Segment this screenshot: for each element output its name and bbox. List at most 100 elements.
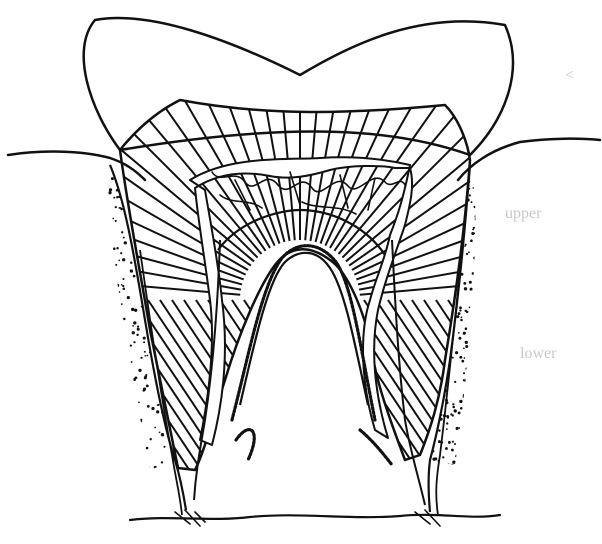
bone-stipple-dot [140,200,142,202]
bone-stipple-dot [475,169,478,172]
bone-stipple-dot [463,332,466,335]
bone-stipple-dot [439,371,442,374]
bone-stipple-dot [113,247,116,250]
bone-stipple-dot [149,478,152,481]
bone-stipple-dot [144,355,146,357]
bone-stipple-dot [442,174,444,176]
bone-stipple-dot [127,296,130,299]
bone-stipple-dot [161,461,163,463]
bone-stipple-dot [110,278,113,281]
bone-stipple-dot [477,205,480,208]
root-hatch-line [532,300,602,480]
bone-stipple-dot [425,327,428,330]
root-hatch-line [556,300,602,480]
bone-stipple-dot [156,410,159,413]
bone-stipple-dot [144,260,146,262]
bone-stipple-dot [459,356,462,359]
bone-stipple-dot [434,269,436,271]
bone-stipple-dot [450,413,452,415]
bone-stipple-dot [104,397,107,400]
interradicular-arch [240,253,368,405]
bone-stipple-dot [472,334,475,337]
bone-stipple-dot [118,260,120,262]
root-surface-right [436,250,462,515]
bone-stipple-dot [117,411,120,414]
bone-stipple-dot [146,447,149,450]
bone-stipple-dot [455,186,457,188]
bone-stipple-dot [143,341,145,343]
bone-stipple-dot [429,201,432,204]
root-hatch-line [520,300,602,480]
bone-stipple-dot [108,191,111,194]
bone-stipple-dot [143,389,145,391]
bone-stipple-dot [458,337,461,340]
bone-stipple-dot [443,210,446,213]
bone-stipple-dot [438,242,440,244]
bone-stipple-dot [449,165,452,168]
bone-stipple-dot [471,201,473,203]
bone-stipple-dot [466,253,468,255]
bone-stipple-dot [431,391,433,393]
root-hatch-line [0,300,4,480]
bone-stipple-dot [112,344,115,347]
bone-stipple-dot [477,438,480,441]
bone-stipple-dot [440,164,442,166]
root-hatch-line [244,300,364,480]
bone-stipple-dot [471,432,473,434]
bone-stipple-dot [152,281,155,284]
bone-stipple-dot [115,206,117,208]
bone-stipple-dot [445,447,448,450]
bone-stipple-dot [424,165,426,167]
bone-stipple-dot [105,420,108,423]
bone-stipple-dot [133,321,136,324]
bone-stipple-dot [462,190,465,193]
bone-stipple-dot [106,310,108,312]
bone-stipple-dot [147,405,150,408]
bone-stipple-dot [108,381,110,383]
bone-stipple-dot [468,251,470,253]
bone-stipple-dot [179,164,181,166]
bone-stipple-dot [120,252,122,254]
bone-stipple-dot [147,466,150,469]
bone-stipple-dot [476,446,479,449]
bone-stipple-dot [146,384,149,387]
bone-stipple-dot [149,291,151,293]
bone-stipple-dot [446,422,448,424]
bone-stipple-dot [107,459,110,462]
bone-stipple-dot [133,421,136,424]
bone-stipple-dot [478,362,481,365]
root-hatch-line [0,300,40,480]
root-hatch-line [448,300,568,480]
root-hatch-line [412,300,532,480]
bone-stipple-dot [441,168,444,171]
bone-stipple-dot [125,423,128,426]
crown-enamel [84,18,513,155]
bone-stipple-dot [478,244,480,246]
bone-stipple-dot [424,312,426,314]
bone-stipple-dot [107,324,110,327]
bone-stipple-dot [434,199,436,201]
bone-stipple-dot [128,452,131,455]
bone-stipple-dot [432,338,434,340]
bone-stipple-dot [464,357,466,359]
bone-stipple-dot [432,458,435,461]
bone-stipple-dot [430,354,433,357]
bone-stipple-dot [452,403,454,405]
bone-stipple-dot [104,345,107,348]
bone-stipple-dot [478,402,480,404]
bone-stipple-dot [451,449,454,452]
bone-stipple-dot [115,385,118,388]
bone-stipple-dot [151,188,153,190]
root-hatch-line [208,300,328,480]
bone-stipple-dot [153,238,155,240]
bone-stipple-dot [449,476,451,478]
bone-stipple-dot [431,271,433,273]
bone-stipple-dot [123,287,126,290]
bone-stipple-dot [154,427,156,429]
bone-stipple-dot [459,306,462,309]
bone-stipple-dot [446,428,448,430]
bone-stipple-dot [447,417,449,419]
bone-stipple-dot [476,256,479,259]
bone-stipple-dot [478,216,480,218]
